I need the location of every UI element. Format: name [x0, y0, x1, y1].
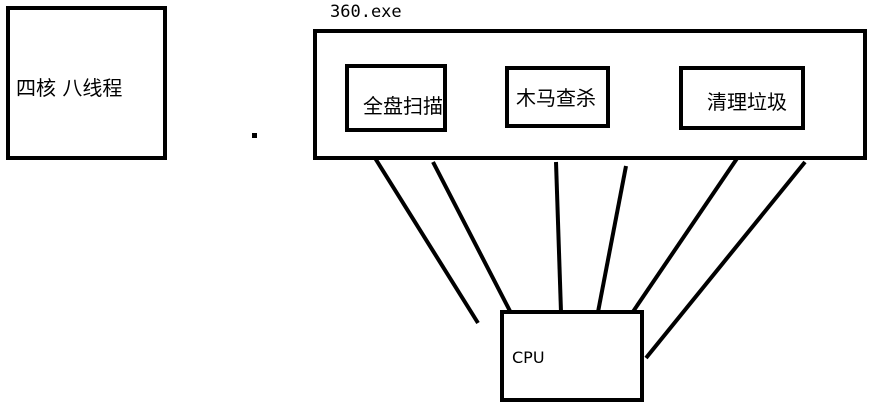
link-scan-cpu-1 — [368, 148, 480, 325]
task-clean-junk: 清理垃圾 — [679, 66, 805, 130]
link-clean-cpu-1 — [624, 155, 740, 324]
task-trojan-scan: 木马查杀 — [505, 66, 610, 128]
dot-marker — [252, 133, 257, 138]
cpu-label: CPU — [512, 348, 545, 367]
process-title: 360.exe — [330, 2, 402, 22]
cpu-info-box: 四核 八线程 — [6, 6, 167, 160]
task-trojan-scan-label: 木马查杀 — [516, 86, 596, 110]
link-trojan-cpu-2 — [596, 165, 628, 313]
link-clean-cpu-2 — [644, 160, 807, 360]
link-trojan-cpu-1 — [554, 161, 563, 313]
cpu-box: CPU — [500, 310, 644, 402]
task-full-scan-label: 全盘扫描 — [363, 94, 443, 118]
task-full-scan: 全盘扫描 — [345, 64, 447, 132]
cpu-info-label: 四核 八线程 — [16, 76, 123, 100]
task-clean-junk-label: 清理垃圾 — [707, 90, 787, 114]
link-scan-cpu-2 — [431, 161, 514, 316]
